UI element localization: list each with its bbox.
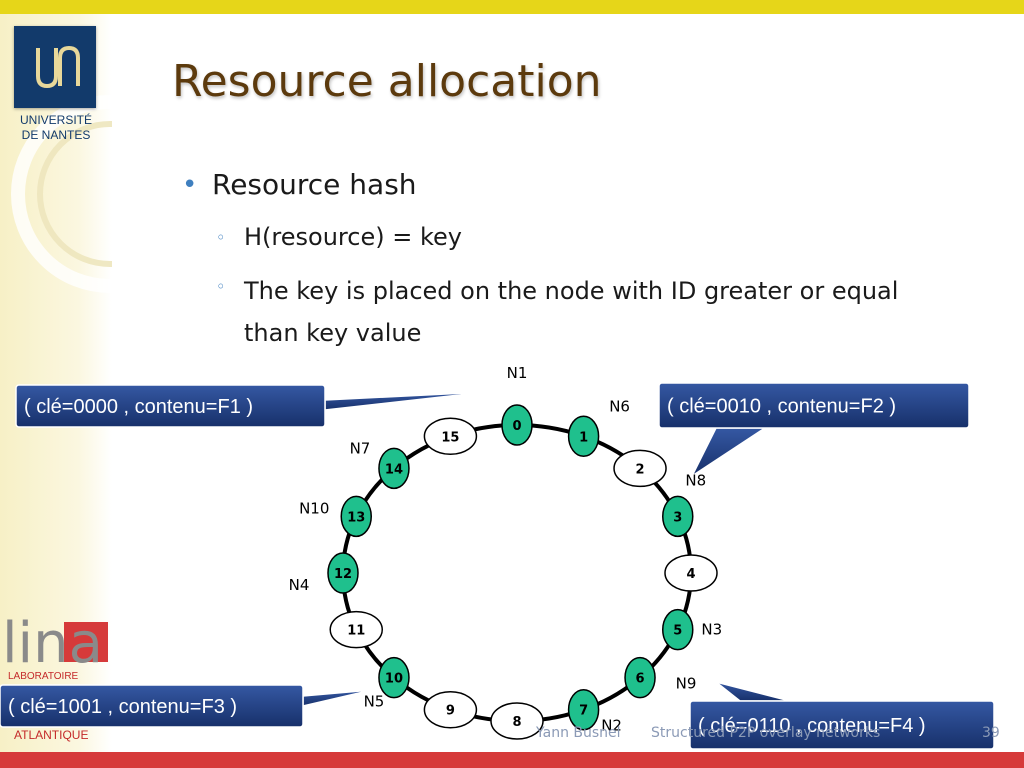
node-shape — [567, 415, 600, 458]
node-shape — [664, 554, 718, 592]
footer-author: Yann Busnel — [536, 725, 621, 741]
node-id-label: 0 — [512, 419, 521, 434]
active-node-10: 10 — [378, 656, 410, 699]
bullet-dot: • — [182, 170, 198, 200]
active-node-14: 14 — [378, 447, 410, 490]
active-node-1: 1 — [567, 415, 600, 458]
university-name: UNIVERSITÉ DE NANTES — [4, 113, 108, 143]
node-shape — [423, 690, 478, 729]
callout-1: ( clé=0000 , contenu=F1 ) — [15, 384, 487, 428]
node-name-label: N10 — [299, 499, 329, 517]
page-number: 39 — [982, 725, 1000, 741]
active-node-6: 6 — [624, 656, 656, 699]
node-shape — [327, 552, 359, 594]
node-id-label: 7 — [579, 704, 588, 719]
node-name-label: N8 — [685, 471, 706, 489]
node-shape — [490, 702, 544, 740]
callout-text: ( clé=0110 , contenu=F4 ) — [698, 715, 926, 737]
node-name-label: N1 — [507, 364, 528, 382]
decorative-arcs — [11, 95, 112, 293]
node-id-label: 9 — [446, 704, 455, 719]
callout-4: ( clé=0110 , contenu=F4 ) — [689, 681, 995, 750]
key-slot-8: 8 — [490, 702, 544, 740]
callout-pointer — [302, 689, 373, 707]
node-shape — [329, 610, 383, 649]
callout-3: ( clé=1001 , contenu=F3 ) — [0, 684, 373, 728]
callout-text: ( clé=0000 , contenu=F1 ) — [24, 396, 253, 418]
lina-logo: lina — [0, 600, 112, 676]
callout-box — [689, 700, 995, 750]
node-id-label: 14 — [385, 462, 403, 477]
sub-bullet-placement: The key is placed on the node with ID gr… — [244, 277, 899, 347]
bottom-accent-bar — [0, 752, 1024, 768]
node-shape — [378, 447, 410, 490]
sub-bullet-marker: ◦ — [216, 277, 226, 296]
node-id-label: 11 — [347, 624, 365, 639]
key-slot-2: 2 — [613, 449, 667, 488]
universite-nantes-logo — [14, 26, 96, 108]
lab-line-2: ATLANTIQUE — [14, 728, 89, 742]
active-node-13: 13 — [340, 495, 372, 538]
callout-pointer — [690, 427, 768, 479]
node-id-label: 2 — [636, 462, 645, 477]
callout-text: ( clé=1001 , contenu=F3 ) — [8, 696, 237, 718]
bullet-resource-hash: Resource hash — [212, 168, 417, 201]
node-name-label: N4 — [289, 576, 310, 594]
node-shape — [378, 656, 410, 699]
sub-bullet-marker: ◦ — [216, 228, 226, 247]
node-shape — [613, 449, 667, 488]
callout-text: ( clé=0010 , contenu=F2 ) — [667, 396, 896, 418]
key-slot-15: 15 — [423, 417, 478, 456]
node-shape — [340, 495, 372, 538]
callout-pointer — [715, 681, 791, 702]
lab-line-1: LABORATOIRE — [8, 671, 79, 682]
top-accent-bar — [0, 0, 1024, 14]
callout-box — [658, 382, 970, 429]
slide-title: Resource allocation — [172, 56, 602, 107]
sub-bullet-hash: H(resource) = key — [244, 223, 462, 251]
node-id-label: 6 — [636, 672, 645, 687]
key-slot-9: 9 — [423, 690, 478, 729]
node-name-label: N3 — [701, 621, 722, 639]
active-node-12: 12 — [327, 552, 359, 594]
node-shape — [662, 608, 694, 651]
callout-box — [0, 684, 304, 728]
node-name-label: N5 — [364, 693, 385, 711]
footer-talk-title: Structured P2P overlay networks — [651, 725, 881, 741]
active-node-5: 5 — [662, 608, 694, 651]
node-id-label: 4 — [686, 567, 695, 582]
callout-box — [15, 384, 326, 428]
active-node-3: 3 — [662, 495, 694, 538]
lina-wordmark: lina — [2, 611, 103, 670]
node-id-label: 13 — [347, 510, 365, 525]
node-shape — [662, 495, 694, 538]
node-shape — [567, 688, 600, 731]
active-node-0: 0 — [501, 404, 533, 446]
active-node-7: 7 — [567, 688, 600, 731]
node-shape — [501, 404, 533, 446]
university-line-2: DE NANTES — [21, 128, 91, 142]
callout-layer: ( clé=0000 , contenu=F1 ) ( clé=0010 , co… — [0, 382, 995, 750]
node-shape — [624, 656, 656, 699]
node-id-label: 8 — [512, 715, 521, 730]
key-slot-4: 4 — [664, 554, 718, 592]
node-name-label: N7 — [350, 439, 371, 457]
university-line-1: UNIVERSITÉ — [19, 113, 92, 127]
node-id-label: 5 — [673, 624, 682, 639]
callout-pointer — [324, 391, 487, 411]
node-name-label: N6 — [609, 397, 630, 415]
node-id-label: 10 — [385, 672, 403, 687]
key-slot-11: 11 — [329, 610, 383, 649]
node-name-label: N9 — [676, 675, 697, 693]
node-shape — [423, 417, 478, 456]
callout-2: ( clé=0010 , contenu=F2 ) — [658, 382, 970, 479]
node-id-label: 1 — [579, 430, 588, 445]
node-id-label: 3 — [673, 510, 682, 525]
node-name-label: N2 — [601, 717, 622, 735]
node-id-label: 15 — [441, 430, 459, 445]
node-id-label: 12 — [334, 567, 352, 582]
